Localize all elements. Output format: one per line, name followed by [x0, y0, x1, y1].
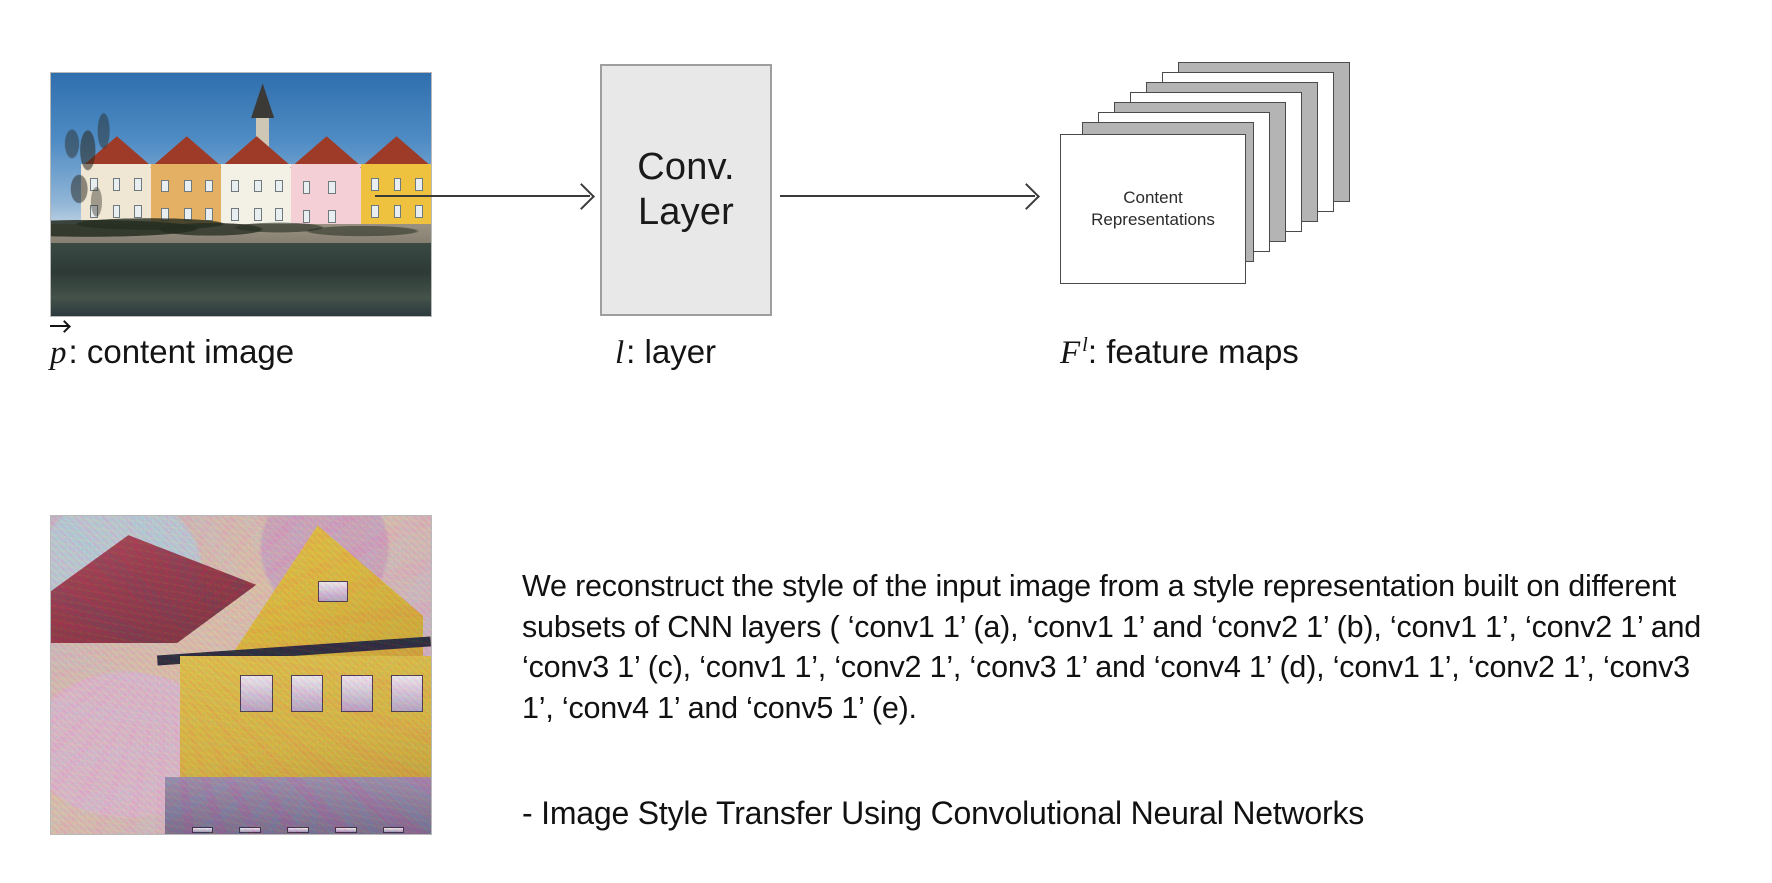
description-paragraph: We reconstruct the style of the input im… — [522, 569, 1702, 725]
caption-feature-maps-text: : feature maps — [1087, 333, 1299, 370]
symbol-F-superscript: l — [1082, 334, 1088, 356]
caption-content-image: p: content image — [50, 325, 295, 372]
photo-bare-tree — [58, 102, 131, 263]
conv-layer-label-line2: Layer — [637, 191, 735, 233]
caption-feature-maps: Fl: feature maps — [1060, 333, 1299, 372]
arrow-photo-to-conv-icon — [375, 195, 590, 197]
style-reconstruction-image — [50, 515, 432, 835]
content-image — [50, 72, 432, 317]
caption-layer-text: : layer — [626, 333, 717, 370]
conv-layer-box: Conv. Layer — [600, 64, 772, 316]
style-image-wall — [180, 655, 431, 796]
style-image-noise-overlay — [51, 516, 431, 834]
caption-layer: l: layer — [615, 333, 716, 372]
conv-layer-label-line1: Conv. — [637, 146, 735, 189]
arrow-conv-to-feature-maps-icon — [780, 195, 1035, 197]
style-image-lower-facade — [165, 776, 431, 834]
vector-arrow-icon — [50, 325, 68, 328]
symbol-l: l — [615, 335, 625, 371]
style-image-noise-overlay-secondary — [51, 516, 431, 834]
caption-content-text: : content image — [68, 333, 295, 370]
symbol-F: F — [1060, 335, 1081, 371]
symbol-p-vector: p — [50, 325, 69, 371]
paper-attribution: - Image Style Transfer Using Convolution… — [522, 795, 1365, 831]
